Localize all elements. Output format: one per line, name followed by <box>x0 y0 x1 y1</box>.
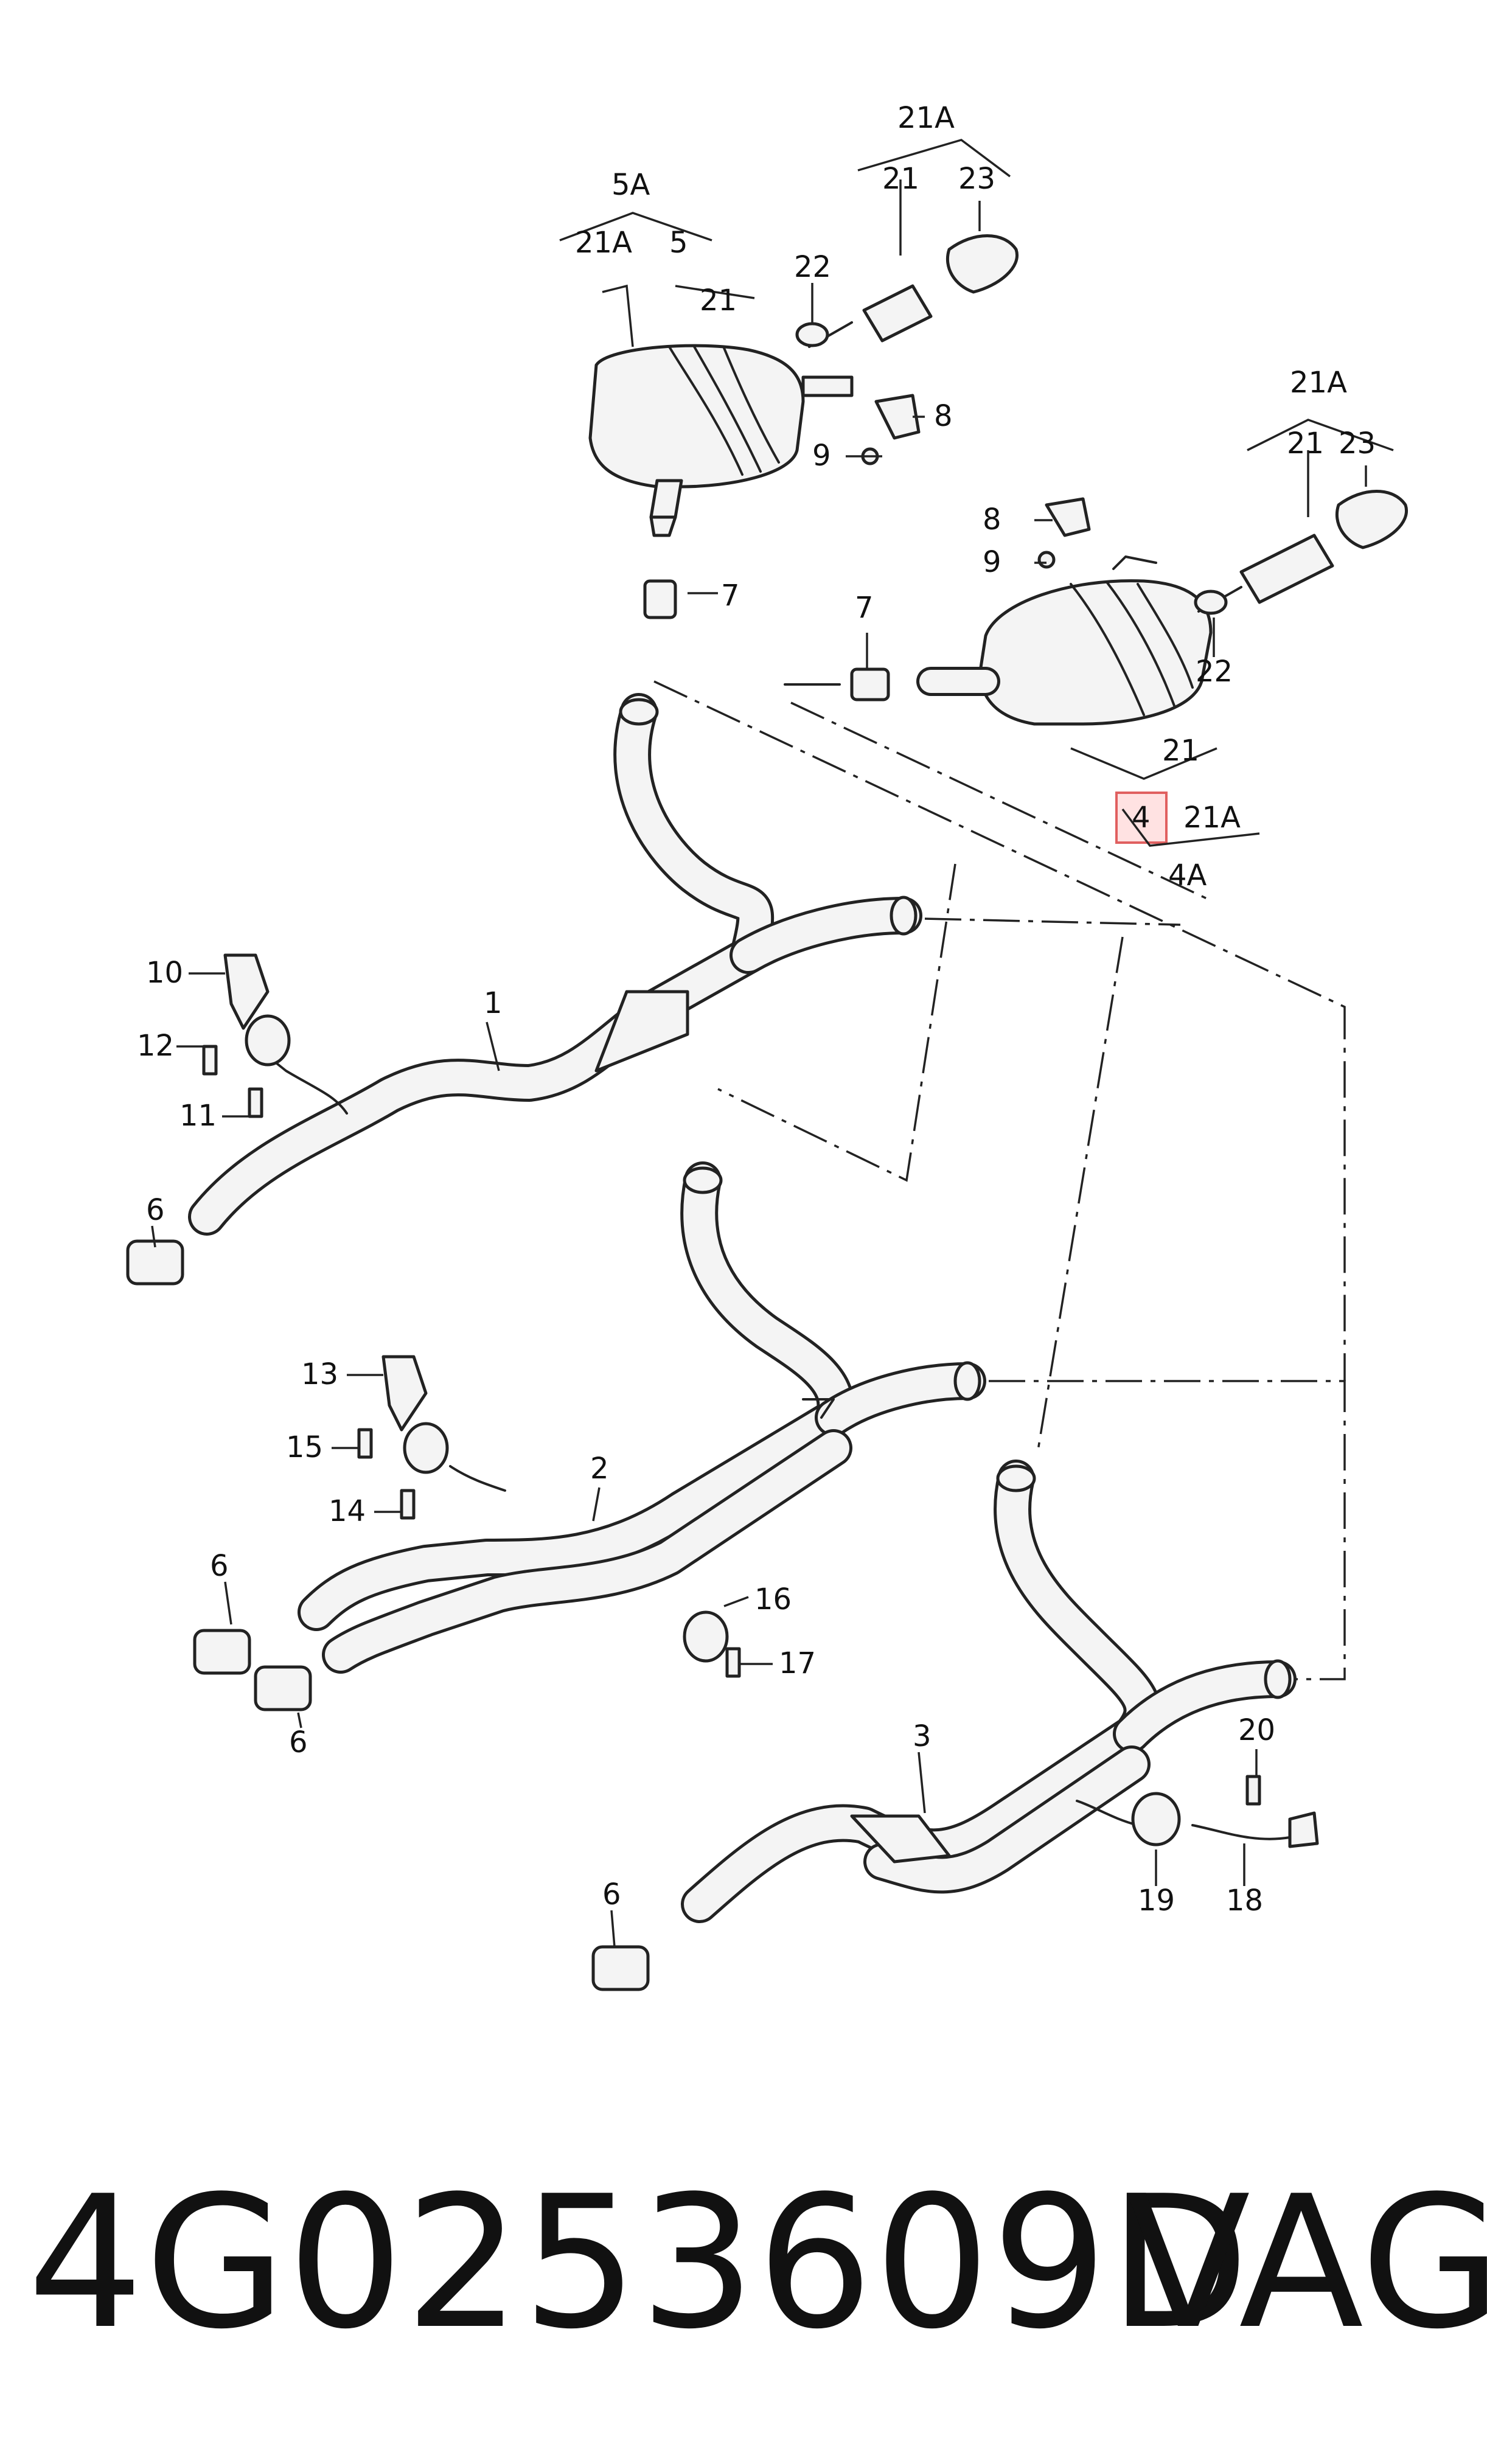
callout-21A: 21A <box>575 226 632 260</box>
callout-21: 21 <box>1287 426 1324 461</box>
part-number: 4G0253609D <box>27 2157 1251 2369</box>
middle-pipe-2 <box>298 1161 986 1674</box>
callout-21: 21 <box>882 162 919 196</box>
connection-lines <box>653 680 1346 1680</box>
callout-17: 17 <box>779 1646 816 1680</box>
mounting-hardware <box>202 394 1319 1848</box>
leader-lines <box>151 139 1394 1947</box>
callout-22: 22 <box>1196 655 1233 689</box>
callout-12: 12 <box>137 1029 174 1063</box>
callout-6: 6 <box>289 1725 308 1759</box>
callout-2: 2 <box>590 1452 609 1486</box>
callout-13: 13 <box>301 1357 338 1391</box>
callout-22: 22 <box>794 250 831 284</box>
callout-21A: 21A <box>1290 366 1347 400</box>
callout-6: 6 <box>146 1193 165 1227</box>
tailpipes <box>808 234 1408 613</box>
callout-8: 8 <box>934 399 953 433</box>
callout-21: 21 <box>700 284 737 318</box>
brand-label: VAG <box>1126 2157 1487 2369</box>
callout-6: 6 <box>602 1878 621 1912</box>
callout-9: 9 <box>812 439 831 473</box>
callout-7: 7 <box>721 579 740 613</box>
callout-21: 21 <box>1162 734 1199 768</box>
front-pipe-1 <box>188 693 922 1236</box>
callout-16: 16 <box>754 1582 792 1617</box>
callout-1: 1 <box>484 986 503 1020</box>
rear-pipe-3 <box>681 1460 1297 1923</box>
rear-muffler-5 <box>588 344 854 537</box>
callout-20: 20 <box>1238 1713 1275 1747</box>
callout-4: 4 <box>1132 801 1151 835</box>
callout-9: 9 <box>983 545 1001 579</box>
callout-labels: 21A 21 23 5A 21A 5 21 22 8 9 7 21A 21 23… <box>137 101 1376 1918</box>
callout-19: 19 <box>1138 1884 1175 1918</box>
clamps <box>126 322 1228 1991</box>
rear-muffler-4 <box>916 555 1213 726</box>
callout-21A: 21A <box>1183 801 1241 835</box>
callout-5A: 5A <box>611 168 650 202</box>
callout-23: 23 <box>958 162 995 196</box>
callout-4A: 4A <box>1168 858 1207 893</box>
callout-8: 8 <box>983 503 1001 537</box>
callout-11: 11 <box>179 1099 217 1133</box>
callout-14: 14 <box>329 1494 366 1528</box>
callout-10: 10 <box>146 956 183 990</box>
callout-21A: 21A <box>897 101 955 135</box>
callout-6: 6 <box>210 1549 229 1583</box>
callout-5: 5 <box>669 226 688 260</box>
callout-18: 18 <box>1226 1884 1263 1918</box>
callout-7: 7 <box>855 591 874 625</box>
callout-3: 3 <box>913 1719 932 1753</box>
callout-23: 23 <box>1339 426 1376 461</box>
callout-15: 15 <box>286 1430 323 1464</box>
